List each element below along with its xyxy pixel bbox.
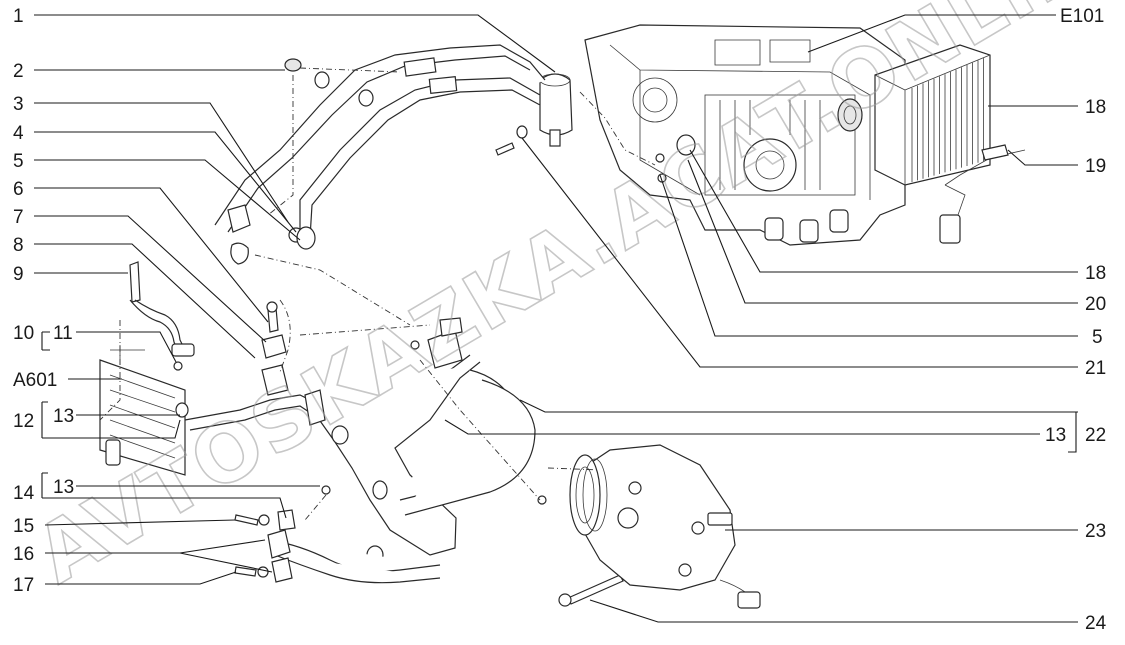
callout-13-lower: 13 [53, 477, 74, 498]
callout-1: 1 [13, 6, 24, 27]
callout-23: 23 [1085, 521, 1106, 542]
callout-4: 4 [13, 123, 24, 144]
callout-13-upper: 13 [53, 406, 74, 427]
callout-13-right: 13 [1045, 425, 1066, 446]
callout-6: 6 [13, 179, 24, 200]
evaporator-core [837, 44, 991, 186]
receiver-drier [539, 73, 573, 147]
upper-ac-lines [214, 44, 546, 265]
leader-lines [34, 14, 1078, 623]
callout-5-right: 5 [1092, 327, 1103, 348]
callout-5: 5 [13, 151, 24, 172]
callout-e101: E101 [1060, 6, 1104, 27]
callout-18-lower: 18 [1085, 263, 1106, 284]
callout-20: 20 [1085, 294, 1106, 315]
callout-12: 12 [13, 411, 34, 432]
callouts-left: 1 2 3 4 5 6 7 8 9 10 11 A601 12 13 14 13… [13, 6, 74, 596]
ac-compressor [569, 444, 761, 609]
callout-22: 22 [1085, 425, 1106, 446]
callout-10: 10 [13, 323, 34, 344]
callout-9: 9 [13, 264, 24, 285]
callout-8: 8 [13, 235, 24, 256]
callout-14: 14 [13, 483, 35, 504]
callout-3: 3 [13, 94, 24, 115]
temperature-sensor [939, 144, 1026, 244]
callout-a601: A601 [13, 370, 57, 391]
callout-16: 16 [13, 544, 34, 565]
condenser-a601 [99, 345, 186, 476]
callout-7: 7 [13, 207, 24, 228]
callout-2: 2 [13, 61, 24, 82]
pressure-switch-line [129, 261, 195, 371]
callouts-right: E101 18 19 18 20 5 21 13 22 23 24 [1045, 6, 1107, 634]
callout-17: 17 [13, 575, 34, 596]
assembly-dash-lines [99, 67, 656, 521]
callout-21: 21 [1085, 358, 1106, 379]
lower-ac-lines [175, 153, 667, 584]
callout-19: 19 [1085, 156, 1106, 177]
callout-18-upper: 18 [1085, 97, 1106, 118]
callout-11: 11 [53, 323, 73, 344]
fasteners [234, 125, 696, 607]
callout-15: 15 [13, 516, 34, 537]
callout-24: 24 [1085, 613, 1107, 634]
line-bracket [261, 301, 287, 359]
